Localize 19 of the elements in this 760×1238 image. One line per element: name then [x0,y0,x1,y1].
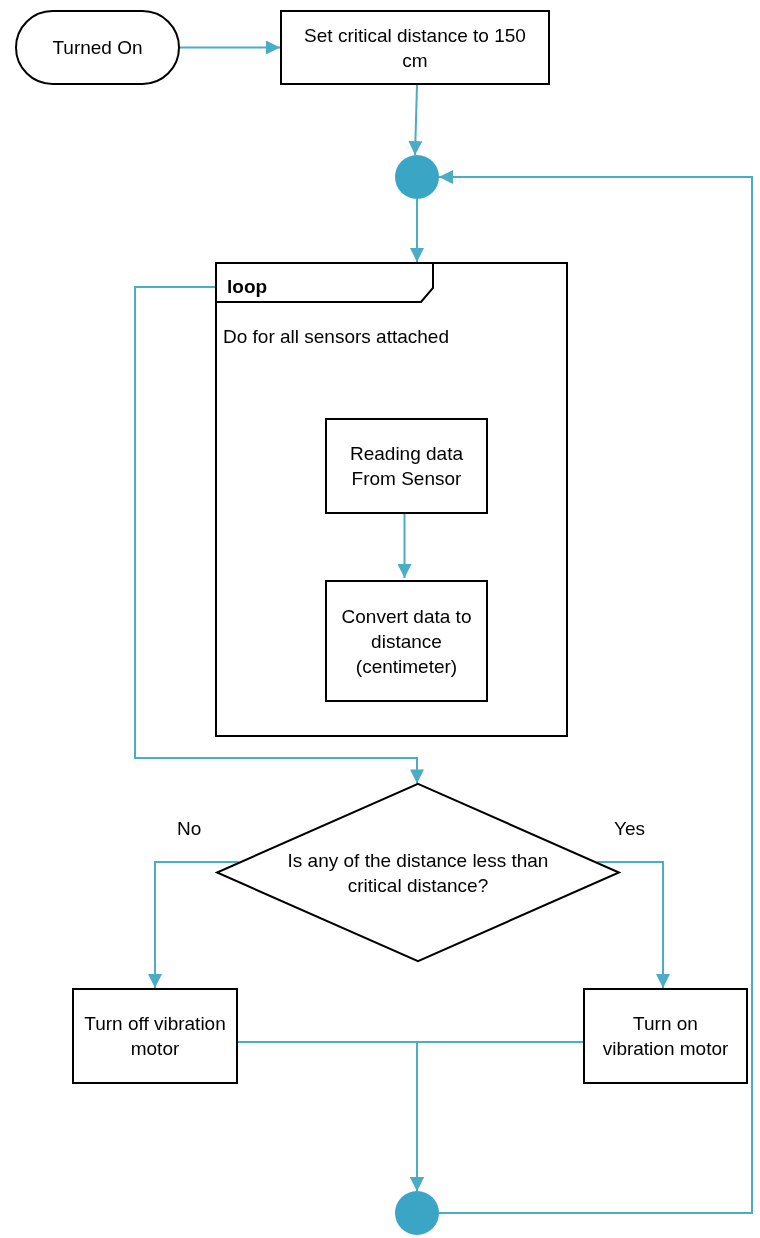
loop-condition: Do for all sensors attached [223,325,449,349]
process-box: Turn on vibration motor [583,988,748,1084]
loop-frame [215,262,568,737]
connector-circle [395,155,439,199]
arrow [410,1041,584,1192]
connector-circle [395,1191,439,1235]
arrow [596,861,670,989]
arrow [179,40,281,55]
arrow [408,84,423,157]
process-box: Set critical distance to 150 cm [280,10,550,85]
arrow [148,861,240,989]
arrow [410,198,424,263]
start-terminal: Turned On [15,10,180,85]
process-box: Reading data From Sensor [325,418,488,514]
process-box: Convert data to distance (centimeter) [325,580,488,702]
frame-label: loop [227,275,268,299]
process-box: Turn off vibration motor [72,988,238,1084]
arrow [438,170,753,1214]
arrow [134,286,424,785]
